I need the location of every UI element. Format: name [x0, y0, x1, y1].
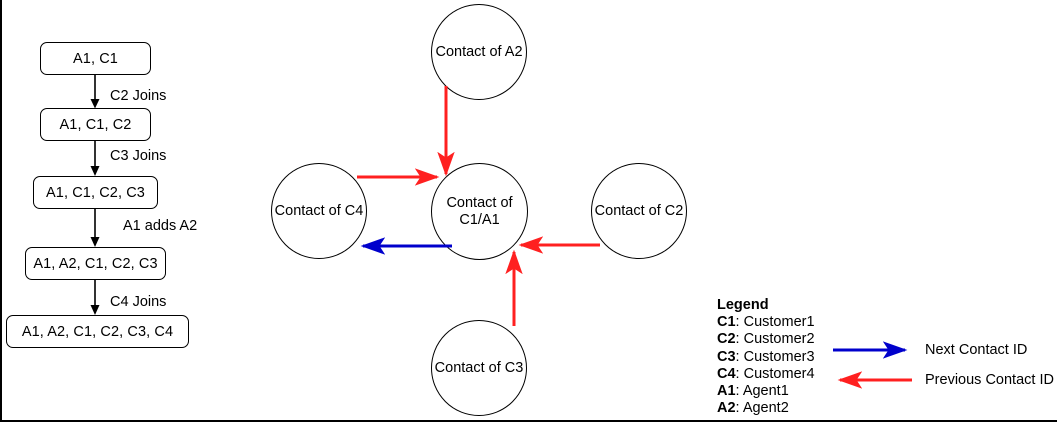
flow-transition-2-label: C3 Joins — [110, 148, 167, 164]
legend-entry-c2-key: C2 — [717, 331, 736, 348]
legend-entry-c3: C3: Customer3 — [717, 348, 815, 365]
node-contact-of-a2-label: Contact of A2 — [435, 43, 523, 60]
legend-entry-c2-value: Customer2 — [743, 331, 815, 348]
legend-entry-c4-key: C4 — [717, 365, 736, 382]
legend-entry-c2: C2: Customer2 — [717, 331, 815, 348]
legend-entry-a1: A1: Agent1 — [717, 383, 789, 400]
legend-entry-a2: A2: Agent2 — [717, 400, 789, 417]
legend-entry-c3-key: C3 — [717, 348, 736, 365]
flow-box-2-label: A1, C1, C2 — [59, 116, 132, 133]
legend-entry-a1-key: A1 — [717, 383, 736, 400]
flow-box-3: A1, C1, C2, C3 — [33, 176, 158, 209]
node-contact-of-c1-a1: Contact of C1/A1 — [431, 163, 528, 260]
flow-transition-1-label: C2 Joins — [110, 88, 167, 104]
flow-box-4-label: A1, A2, C1, C2, C3 — [33, 255, 158, 272]
node-contact-of-c2: Contact of C2 — [591, 163, 687, 259]
flow-box-1-label: A1, C1 — [73, 50, 118, 67]
legend-entry-a2-key: A2 — [717, 400, 736, 417]
flow-transition-4-label: C4 Joins — [110, 294, 167, 310]
legend-entry-c1: C1: Customer1 — [717, 314, 815, 331]
legend: Legend C1: Customer1 C2: Customer2 C3: C… — [717, 297, 815, 417]
legend-entry-a1-value: Agent1 — [742, 383, 789, 400]
flow-box-1: A1, C1 — [40, 42, 151, 75]
legend-entry-c4-value: Customer4 — [743, 365, 815, 382]
node-contact-of-c3-label: Contact of C3 — [434, 359, 524, 376]
flow-connector-3 — [90, 209, 100, 247]
legend-entry-c3-value: Customer3 — [743, 348, 815, 365]
node-contact-of-c4-label: Contact of C4 — [274, 202, 364, 219]
flow-box-2: A1, C1, C2 — [40, 108, 151, 141]
legend-arrow-previous-label: Previous Contact ID — [925, 372, 1054, 388]
legend-entry-a2-value: Agent2 — [742, 400, 789, 417]
flow-box-4: A1, A2, C1, C2, C3 — [25, 247, 166, 280]
legend-entry-c1-key: C1 — [717, 314, 736, 331]
node-contact-of-c1-a1-line-2: C1/A1 — [459, 211, 500, 228]
node-contact-of-c4: Contact of C4 — [271, 163, 367, 259]
flow-connector-2 — [90, 141, 100, 176]
legend-entry-c1-value: Customer1 — [743, 314, 815, 331]
legend-title: Legend — [717, 297, 769, 313]
node-contact-of-a2: Contact of A2 — [431, 4, 527, 100]
flow-connector-1 — [90, 75, 100, 109]
node-contact-of-c1-a1-line-1: Contact of — [446, 194, 513, 211]
node-contact-of-c2-label: Contact of C2 — [594, 202, 684, 219]
flow-box-5: A1, A2, C1, C2, C3, C4 — [6, 315, 189, 348]
flow-transition-3-label: A1 adds A2 — [123, 218, 198, 234]
flow-box-5-label: A1, A2, C1, C2, C3, C4 — [21, 323, 174, 340]
flow-connector-4 — [90, 280, 100, 315]
node-contact-of-c3: Contact of C3 — [431, 320, 527, 416]
legend-entry-c4: C4: Customer4 — [717, 365, 815, 382]
flow-box-3-label: A1, C1, C2, C3 — [46, 184, 145, 201]
legend-arrow-next-label: Next Contact ID — [925, 342, 1028, 358]
